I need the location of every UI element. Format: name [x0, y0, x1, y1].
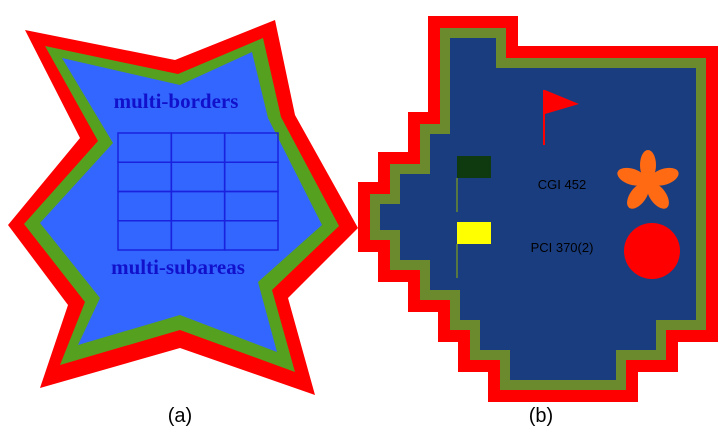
asterisk-petal	[640, 150, 656, 180]
panel-a-subarea-grid	[117, 132, 279, 251]
asterisk-petal	[647, 182, 669, 209]
asterisk-petal	[627, 182, 649, 209]
red-flag-icon	[545, 90, 579, 114]
dark-flag-icon	[457, 156, 491, 178]
panel-b-caption: (b)	[529, 405, 553, 427]
yellow-flag-icon	[457, 222, 491, 244]
asterisk-icon	[617, 150, 679, 209]
panel-b-region	[380, 38, 696, 380]
red-circle-icon	[624, 223, 680, 279]
asterisk-petal	[617, 167, 647, 186]
panel-b-label-1: CGI 452	[538, 177, 586, 192]
asterisk-petal	[649, 167, 679, 186]
panel-b-label-2: PCI 370(2)	[531, 240, 594, 255]
subarea-cell	[223, 220, 279, 251]
panel-a: multi-borders multi-subareas (a)	[8, 20, 358, 427]
panel-a-region	[40, 52, 322, 352]
panel-a-subtitle: multi-subareas	[111, 255, 245, 279]
panel-b: CGI 452 PCI 370(2) (b)	[358, 16, 718, 427]
panel-a-title: multi-borders	[114, 89, 239, 113]
panel-a-caption: (a)	[168, 405, 192, 427]
